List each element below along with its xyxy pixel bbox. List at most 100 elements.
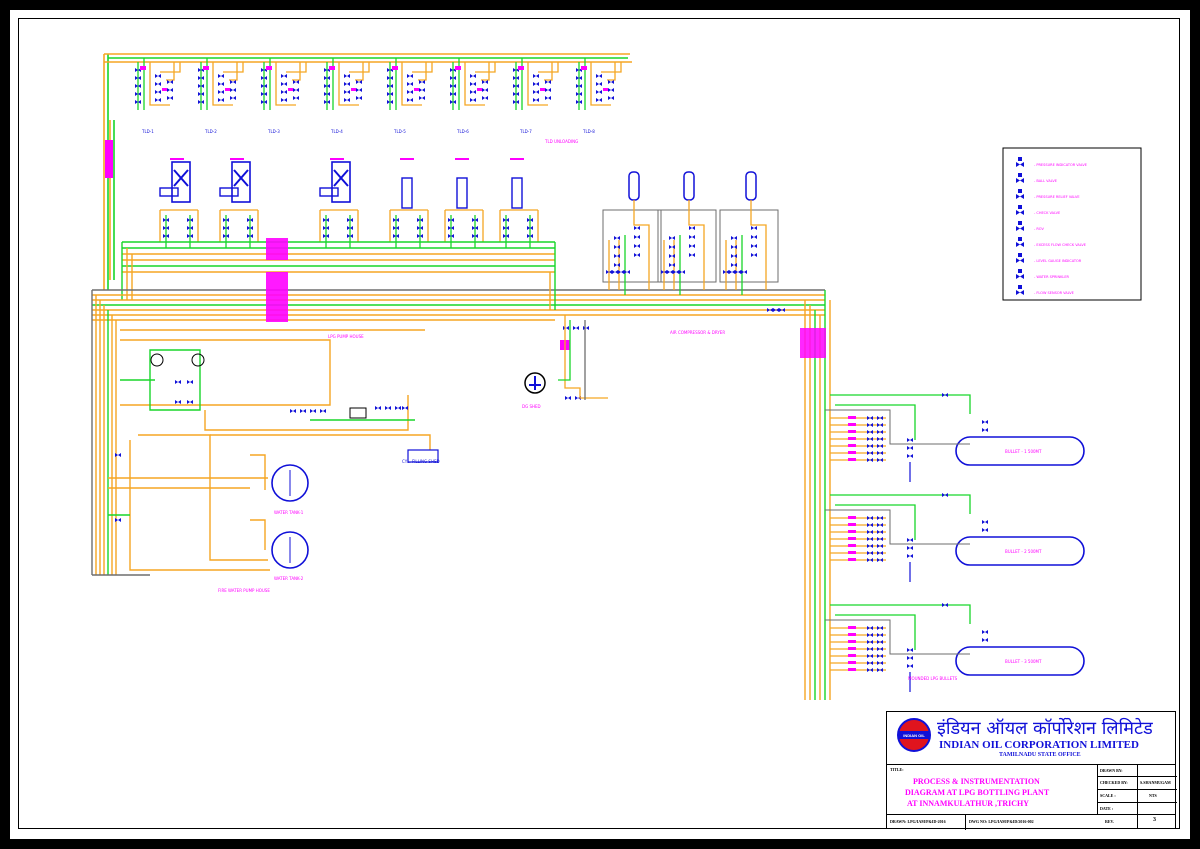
main-header-bundle — [91, 241, 831, 700]
valve-icon — [344, 82, 350, 86]
valve-icon — [982, 528, 988, 532]
valve-icon — [689, 226, 695, 230]
drawing-name: DRAWN: LPG/IAM/P&ID-2016 — [890, 819, 946, 824]
tld-unit-label: TLD-1 — [141, 129, 154, 134]
valve-icon — [867, 530, 873, 534]
valve-icon — [187, 400, 193, 404]
valve-icon — [867, 640, 873, 644]
valve-icon — [982, 638, 988, 642]
valve-icon — [135, 84, 141, 88]
company-logo: INDIAN OIL — [897, 718, 931, 752]
valve-icon — [877, 430, 883, 434]
valve-icon — [735, 270, 741, 274]
valve-icon — [187, 234, 193, 238]
valve-icon — [513, 76, 519, 80]
legend-label: - EXCESS FLOW CHECK VALVE — [1034, 243, 1086, 247]
valve-icon — [503, 234, 509, 238]
lpg-bullet: BULLET - 2 500MT — [825, 493, 1085, 582]
legend-label: - LEVEL GAUGE INDICATOR — [1034, 259, 1082, 263]
valve-icon — [877, 516, 883, 520]
valve-icon — [417, 234, 423, 238]
check-valve-icon — [1016, 205, 1024, 215]
valve-icon — [472, 234, 478, 238]
valve-icon — [293, 80, 299, 84]
valve-icon — [545, 96, 551, 100]
valve-icon — [689, 253, 695, 257]
valve-icon — [419, 96, 425, 100]
valve-icon — [198, 68, 204, 72]
valve-icon — [533, 98, 539, 102]
valve-icon — [867, 416, 873, 420]
valve-icon — [907, 648, 913, 652]
valve-icon — [393, 218, 399, 222]
valve-icon — [167, 88, 173, 92]
tld-unit-label: TLD-2 — [204, 129, 217, 134]
valve-icon — [877, 633, 883, 637]
legend-item: - PRESSURE INDICATOR VALVE — [1016, 157, 1087, 167]
tld-unit-label: TLD-3 — [267, 129, 280, 134]
valve-icon — [324, 68, 330, 72]
valve-icon — [324, 84, 330, 88]
valve-icon — [247, 218, 253, 222]
valve-icon — [261, 100, 267, 104]
valve-icon — [470, 74, 476, 78]
rov-icon — [1016, 221, 1024, 231]
valve-icon — [324, 76, 330, 80]
title-block: INDIAN OIL इंडियन ऑयल कॉर्पोरेशन लिमिटेड… — [886, 711, 1177, 830]
water-tank-1-label: WATER TANK-1 — [274, 510, 304, 515]
valve-icon — [608, 80, 614, 84]
valve-icon — [393, 234, 399, 238]
valve-icon — [247, 226, 253, 230]
valve-icon — [942, 393, 948, 397]
valve-icon — [407, 74, 413, 78]
valve-icon — [669, 263, 675, 267]
compressor-unit — [657, 171, 717, 295]
tld-unit: TLD-5 — [387, 58, 433, 134]
valve-icon — [723, 270, 729, 274]
valve-icon — [261, 76, 267, 80]
valve-icon — [387, 92, 393, 96]
valve-icon — [612, 270, 618, 274]
valve-icon — [450, 76, 456, 80]
valve-icon — [417, 218, 423, 222]
valve-icon — [576, 100, 582, 104]
pump-units — [159, 158, 539, 248]
valve-icon — [867, 668, 873, 672]
valve-icon — [472, 226, 478, 230]
valve-icon — [155, 98, 161, 102]
valve-icon — [618, 270, 624, 274]
legend-item: - CHECK VALVE — [1016, 205, 1060, 215]
dg-shed-pipes — [558, 315, 608, 400]
valve-icon — [751, 235, 757, 239]
valve-icon — [163, 234, 169, 238]
valve-icon — [323, 234, 329, 238]
dg-shed-label: DG SHED — [522, 404, 541, 409]
lpg-bullet: BULLET - 3 500MT — [825, 603, 1085, 692]
valve-icon — [679, 270, 685, 274]
valve-icon — [450, 68, 456, 72]
tb-bottom-div-1 — [965, 814, 966, 830]
tld-unit: TLD-1 — [135, 58, 181, 134]
bullet-label: BULLET - 2 500MT — [1005, 549, 1042, 554]
valve-icon — [867, 423, 873, 427]
tld-unit: TLD-7 — [513, 58, 559, 134]
pump-unit — [159, 158, 199, 248]
ball-valve-icon — [1016, 173, 1024, 183]
valve-icon — [247, 234, 253, 238]
valve-icon — [175, 380, 181, 384]
valve-icon — [596, 74, 602, 78]
valve-icon — [155, 82, 161, 86]
valve-icon — [596, 98, 602, 102]
valve-icon — [527, 234, 533, 238]
drawn-by-label: DRAWN BY: — [1100, 768, 1123, 773]
valve-icon — [407, 90, 413, 94]
valve-icon — [634, 235, 640, 239]
scale-value: NTS — [1149, 793, 1157, 798]
valve-icon — [448, 226, 454, 230]
valve-icon — [608, 88, 614, 92]
valve-icon — [576, 68, 582, 72]
valve-icon — [583, 326, 589, 330]
valve-icon — [395, 406, 401, 410]
valve-icon — [545, 88, 551, 92]
tld-unit-label: TLD-7 — [519, 129, 532, 134]
